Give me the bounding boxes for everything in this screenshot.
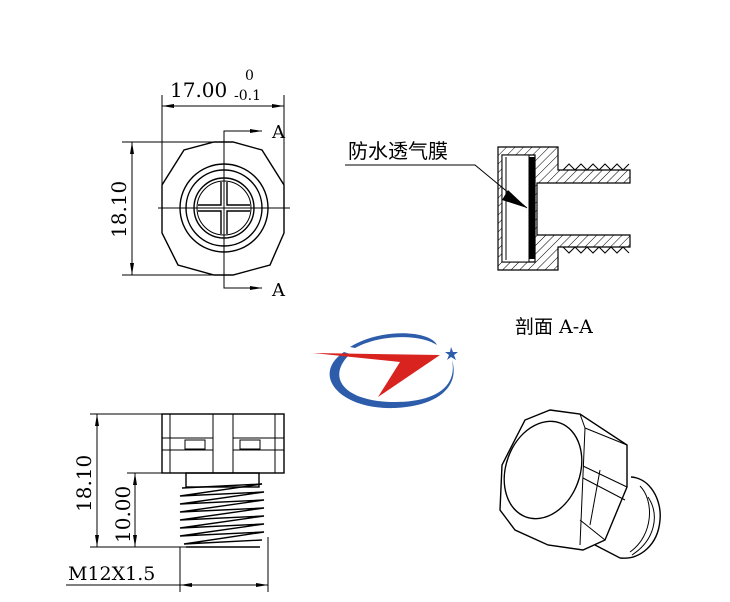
section-mark-bottom: A [271,280,286,301]
membrane-label: 防水透气膜 [348,139,448,163]
vent-cross [198,182,250,234]
height-dimension: 18.10 [107,181,131,238]
width-tolerance-upper: 0 [245,68,254,84]
section-view: 防水透气膜 剖面 A-A [345,139,631,338]
width-dimension: 17.00 [170,78,227,102]
section-caption: 剖面 A-A [515,316,593,338]
width-tolerance-lower: -0.1 [234,88,261,104]
top-view: 17.00 0 -0.1 18.10 A A [107,68,290,301]
thread-spec: M12X1.5 [68,563,155,585]
isometric-view [499,409,661,559]
company-logo [313,333,458,409]
membrane [529,157,535,259]
section-mark-top: A [271,122,286,143]
overall-height-dimension: 18.10 [72,455,96,512]
side-view: 18.10 10.00 M12X1.5 [66,413,285,592]
thread-length-dimension: 10.00 [111,486,135,543]
hex-outline [161,141,285,276]
